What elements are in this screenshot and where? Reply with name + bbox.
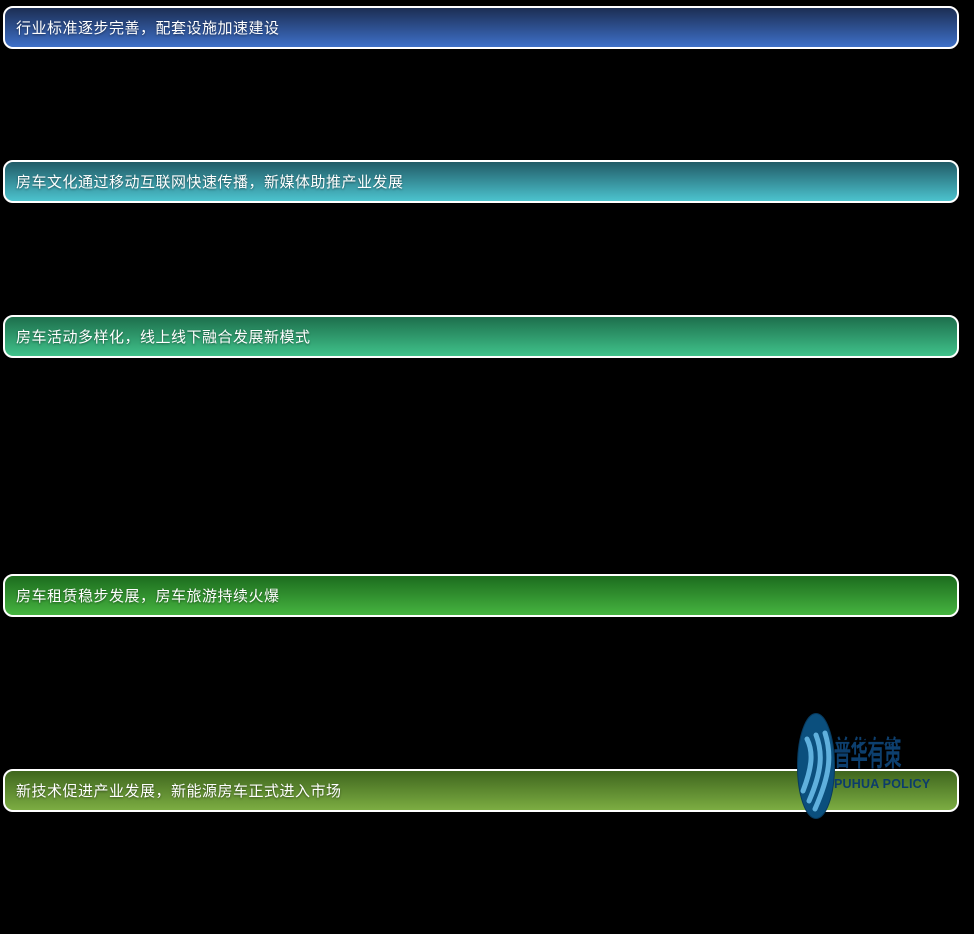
- logo-stripe-decoration: [833, 740, 895, 742]
- banner-label: 行业标准逐步完善，配套设施加速建设: [16, 20, 280, 37]
- logo-chinese-name: 普华有策: [834, 738, 902, 774]
- banner-industry-standards: 行业标准逐步完善，配套设施加速建设: [3, 6, 959, 49]
- banner-label: 新技术促进产业发展，新能源房车正式进入市场: [16, 783, 342, 800]
- banner-rv-activities: 房车活动多样化，线上线下融合发展新模式: [3, 315, 959, 358]
- banner-label: 房车活动多样化，线上线下融合发展新模式: [16, 329, 311, 346]
- banner-label: 房车文化通过移动互联网快速传播，新媒体助推产业发展: [16, 174, 404, 191]
- puhua-policy-logo: 普华有策 PUHUA POLICY: [797, 713, 962, 823]
- banner-label: 房车租赁稳步发展，房车旅游持续火爆: [16, 588, 280, 605]
- banner-rv-culture-media: 房车文化通过移动互联网快速传播，新媒体助推产业发展: [3, 160, 959, 203]
- banner-rv-rental-tourism: 房车租赁稳步发展，房车旅游持续火爆: [3, 574, 959, 617]
- globe-ellipse-icon: [797, 713, 835, 819]
- logo-english-name: PUHUA POLICY: [834, 777, 931, 791]
